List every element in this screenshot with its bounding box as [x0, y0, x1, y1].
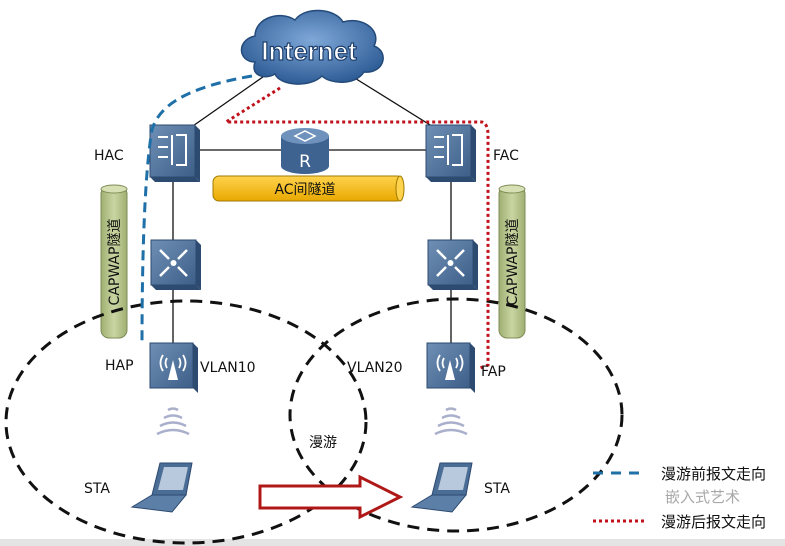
sta-left-label: STA: [84, 481, 110, 497]
legend-after-label: 漫游后报文走向: [661, 513, 766, 531]
switch-left: [150, 239, 201, 290]
fac-device: [425, 124, 476, 182]
internet-label: Internet: [261, 36, 357, 66]
switch-icon: [159, 249, 188, 277]
capwap-right-label: CAPWAP隧道: [505, 219, 521, 306]
after-roam-path: [220, 86, 490, 370]
capwap-left-label: CAPWAP隧道: [107, 219, 123, 306]
capwap-tunnel-right: CAPWAP隧道: [498, 184, 526, 339]
laptop-icon: [130, 462, 193, 513]
roam-arrow-icon: [258, 474, 404, 520]
fap-label: FAP: [481, 364, 506, 380]
fap-device: [426, 342, 475, 393]
links: [172, 71, 452, 350]
link-internet-fac: [344, 71, 436, 129]
cloud-icon: [240, 9, 384, 85]
legend-before-label: 漫游前报文走向: [661, 465, 766, 483]
hap-label: HAP: [105, 358, 134, 374]
switch-icon: [436, 249, 465, 277]
coverage-area-vlan20: [288, 297, 624, 533]
wireless-ap-icon: [436, 354, 464, 380]
vlan10-label: VLAN10: [200, 360, 256, 376]
router-icon: [293, 130, 317, 142]
wireless-ap-icon: [159, 354, 187, 380]
ac-tunnel-label: AC间隧道: [274, 182, 335, 198]
router-glyph: R: [299, 152, 311, 172]
wifi-signal-icon: [156, 407, 190, 436]
hap-device: [149, 342, 198, 393]
sta-right-label: STA: [484, 481, 510, 497]
capwap-tunnel-left: CAPWAP隧道: [100, 184, 128, 339]
switch-right: [427, 239, 478, 290]
hac-device: [149, 124, 200, 182]
internet-cloud: Internet: [240, 9, 384, 85]
wifi-signal-icon: [434, 407, 468, 436]
router: R: [281, 128, 329, 174]
ac-tunnel: AC间隧道: [212, 175, 405, 202]
legend: 漫游前报文走向 嵌入式艺术 漫游后报文走向: [593, 465, 766, 531]
watermark: 嵌入式艺术: [665, 488, 740, 506]
coverage-area-vlan10: [4, 299, 368, 545]
hac-label: HAC: [94, 148, 124, 164]
ac-icon: [158, 134, 187, 166]
vlan20-label: VLAN20: [347, 360, 403, 376]
link-internet-hac: [189, 71, 271, 129]
ac-icon: [434, 134, 463, 166]
laptop-icon: [410, 462, 473, 513]
fac-label: FAC: [493, 148, 519, 164]
bottom-strip: [0, 539, 785, 546]
before-roam-path: [140, 74, 253, 346]
roam-label: 漫游: [309, 435, 337, 451]
